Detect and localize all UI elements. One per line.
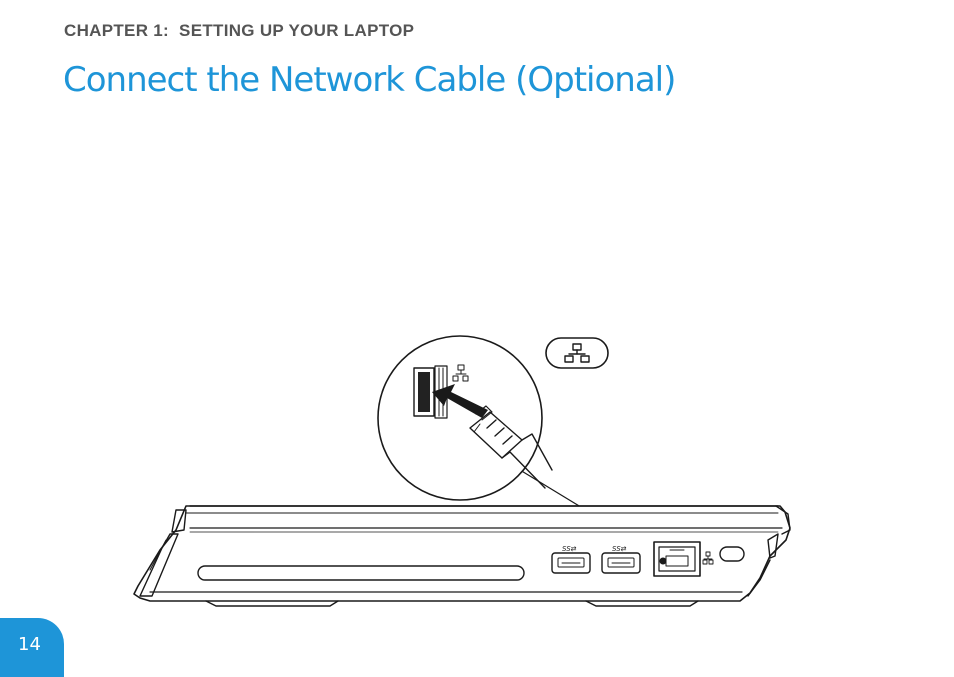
rj45-plug <box>469 405 553 489</box>
usb3-icon: SS⇄ <box>601 545 641 574</box>
page-number: 14 <box>18 634 41 655</box>
magnifier-circle <box>377 335 553 501</box>
page-number-tab: 14 <box>0 618 64 677</box>
page-title: Connect the Network Cable (Optional) <box>63 60 676 100</box>
svg-text:SS⇄: SS⇄ <box>562 545 577 553</box>
laptop-side-view: SS⇄ SS⇄ <box>133 505 791 607</box>
network-port <box>653 541 701 577</box>
security-slot <box>719 546 745 562</box>
svg-text:SS⇄: SS⇄ <box>612 545 627 553</box>
optical-drive-slot <box>197 565 525 581</box>
usb3-icon: SS⇄ <box>551 545 591 574</box>
network-icon <box>452 364 469 382</box>
chapter-heading: CHAPTER 1: SETTING UP YOUR LAPTOP <box>64 21 415 40</box>
connector-arrow <box>432 384 488 418</box>
network-icon-badge <box>545 337 609 369</box>
